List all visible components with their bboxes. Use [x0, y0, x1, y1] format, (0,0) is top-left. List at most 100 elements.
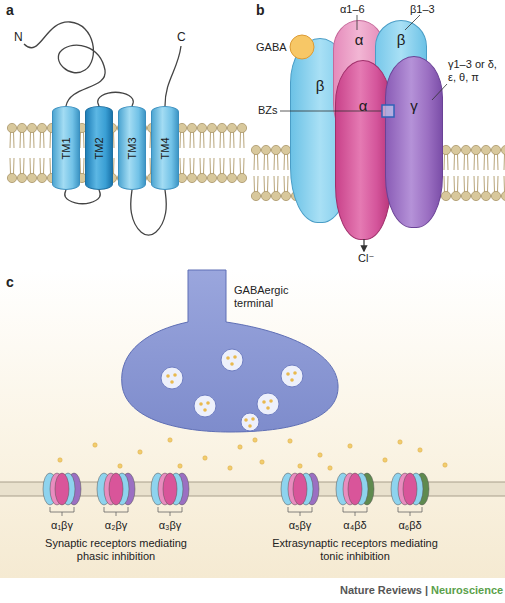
- lipid-tail: [334, 176, 338, 192]
- synaptic-vesicle: [161, 367, 183, 389]
- lipid-head: [481, 191, 490, 200]
- lipid-tail: [170, 158, 174, 174]
- receptor-subunit: [163, 473, 177, 505]
- lipid-head: [237, 173, 246, 182]
- gaba-dot: [203, 456, 207, 460]
- lipid-head: [37, 123, 46, 132]
- lipid-tail: [254, 176, 258, 192]
- lipid-head: [207, 123, 216, 132]
- lipid-bilayer: [7, 123, 246, 182]
- lipid-tail: [10, 158, 14, 174]
- gaba-dot: [348, 444, 352, 448]
- lipid-tail: [130, 158, 134, 174]
- lipid-head: [117, 123, 126, 132]
- lipid-tail: [240, 132, 244, 148]
- lipid-tail: [294, 176, 298, 192]
- lipid-head: [461, 191, 470, 200]
- lipid-tail: [434, 176, 438, 192]
- lipid-tail: [474, 176, 478, 192]
- lipid-head: [127, 123, 136, 132]
- lipid-tail: [100, 132, 104, 148]
- gaba-dot: [118, 464, 122, 468]
- lipid-head: [321, 145, 330, 154]
- lipid-head: [261, 191, 270, 200]
- receptor-subtype: α₃βγ: [159, 519, 182, 532]
- lipid-head: [371, 145, 380, 154]
- lipid-head: [491, 145, 500, 154]
- gaba-dot: [288, 439, 292, 443]
- lipid-head: [281, 191, 290, 200]
- lipid-head: [421, 191, 430, 200]
- transmembrane-helix: TM1: [52, 106, 80, 190]
- lipid-tail: [10, 132, 14, 148]
- lipid-tail: [60, 158, 64, 174]
- lipid-head: [237, 123, 246, 132]
- gaba-dot: [293, 371, 297, 375]
- lipid-head: [381, 145, 390, 154]
- lipid-head: [411, 145, 420, 154]
- lipid-head: [97, 173, 106, 182]
- lipid-head: [7, 173, 16, 182]
- lipid-tail: [140, 158, 144, 174]
- journal-name: Neuroscience: [431, 584, 503, 597]
- bracket: [288, 507, 312, 516]
- c-terminal-chain: [165, 46, 181, 106]
- lipid-head: [197, 173, 206, 182]
- lipid-head: [7, 123, 16, 132]
- subunit-family: α1–6: [340, 3, 365, 16]
- lipid-tail: [120, 132, 124, 148]
- subunit-family: β1–3: [410, 3, 435, 16]
- lipid-tail: [354, 176, 358, 192]
- lipid-tail: [464, 154, 468, 170]
- leader-line: [357, 15, 358, 30]
- n-terminal-chain: [24, 22, 105, 106]
- lipid-head: [251, 145, 260, 154]
- lipid-tail: [130, 132, 134, 148]
- lipid-head: [421, 145, 430, 154]
- lipid-head: [471, 145, 480, 154]
- lipid-head: [291, 191, 300, 200]
- lipid-tail: [80, 132, 84, 148]
- lipid-head: [471, 191, 480, 200]
- lipid-head: [217, 173, 226, 182]
- gaba-dot: [418, 448, 422, 452]
- lipid-tail: [230, 158, 234, 174]
- gaba-dot: [199, 402, 203, 406]
- lipid-tail: [170, 132, 174, 148]
- lipid-head: [137, 173, 146, 182]
- lipid-head: [117, 173, 126, 182]
- lipid-tail: [40, 132, 44, 148]
- lipid-head: [167, 123, 176, 132]
- gaba-dot: [318, 453, 322, 457]
- lipid-tail: [220, 132, 224, 148]
- lipid-tail: [230, 132, 234, 148]
- lipid-head: [341, 191, 350, 200]
- gaba-dot: [228, 466, 232, 470]
- lipid-head: [451, 145, 460, 154]
- gaba-dot: [168, 438, 172, 442]
- leader-line: [280, 111, 382, 112]
- group-label: Extrasynaptic receptors mediating tonic …: [260, 537, 450, 563]
- helix-label: TM3: [126, 137, 139, 159]
- lipid-head: [87, 173, 96, 182]
- lipid-tail: [304, 176, 308, 192]
- receptor-subtype: α₂βγ: [105, 519, 127, 532]
- ligand-label: BZs: [258, 104, 278, 117]
- lipid-tail: [454, 154, 458, 170]
- lipid-head: [227, 123, 236, 132]
- gaba-dot: [226, 356, 230, 360]
- gaba-dot: [266, 406, 270, 410]
- bracket: [50, 507, 74, 516]
- lipid-tail: [394, 154, 398, 170]
- lipid-head: [401, 191, 410, 200]
- lipid-head: [177, 173, 186, 182]
- gaba-dot: [251, 417, 255, 421]
- lipid-tail: [264, 176, 268, 192]
- gamma-subunit: γ: [385, 56, 443, 228]
- lipid-head: [97, 123, 106, 132]
- lipid-tail: [50, 132, 54, 148]
- receptor-subunit: [348, 473, 362, 505]
- gaba-dot: [170, 380, 174, 384]
- lipid-tail: [100, 158, 104, 174]
